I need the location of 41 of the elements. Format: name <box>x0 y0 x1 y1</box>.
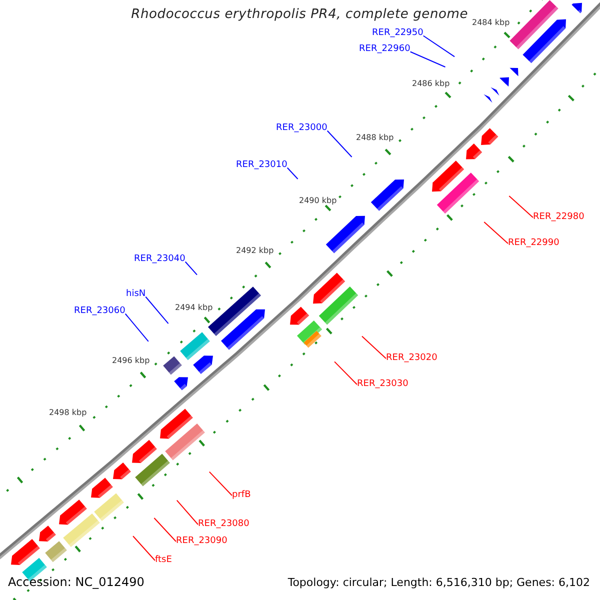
accession-label: Accession: NC_012490 <box>8 576 144 588</box>
gene-label: RER_23020 <box>386 354 438 363</box>
gene-label: RER_22990 <box>508 239 560 248</box>
position-label: 2486 kbp <box>412 80 450 88</box>
gene-label: RER_22950 <box>372 29 424 38</box>
leader-line <box>286 167 298 180</box>
leader-line <box>208 471 232 496</box>
position-label: 2492 kbp <box>236 247 274 255</box>
map-title: Rhodococcus erythropolis PR4, complete genome <box>131 8 468 21</box>
gene-label: hisN <box>126 290 146 299</box>
gene-label: RER_23030 <box>357 380 408 389</box>
position-label: 2498 kbp <box>49 409 87 417</box>
gene-label: ftsE <box>155 556 172 565</box>
position-label: 2488 kbp <box>356 134 394 142</box>
position-label: 2490 kbp <box>299 197 337 205</box>
leader-line <box>132 536 156 561</box>
gene-label: RER_23040 <box>134 255 186 264</box>
leader-line <box>176 500 198 525</box>
leader-line <box>422 35 456 58</box>
leader-line <box>154 518 176 542</box>
gene-label: RER_23090 <box>176 537 228 546</box>
gene-label: RER_23080 <box>198 520 250 529</box>
leader-line <box>145 296 169 324</box>
position-label: 2496 kbp <box>112 357 150 365</box>
gene-label: RER_22980 <box>533 213 584 222</box>
genome-info-label: Topology: circular; Length: 6,516,310 bp; Genes: 6,102 <box>288 577 590 588</box>
gene-label: RER_23060 <box>74 307 126 316</box>
gene-label: RER_23010 <box>236 161 288 170</box>
leader-line <box>484 222 508 244</box>
leader-line <box>410 51 446 68</box>
leader-line <box>362 336 386 359</box>
position-label: 2494 kbp <box>175 304 213 312</box>
leader-line <box>124 313 149 342</box>
gene-label: RER_23000 <box>276 124 328 133</box>
gene-label: RER_22960 <box>359 45 410 54</box>
gene-label: prfB <box>232 491 251 500</box>
leader-line <box>508 196 534 218</box>
leader-line <box>326 130 352 158</box>
leader-line <box>334 361 358 385</box>
position-label: 2484 kbp <box>472 19 510 27</box>
leader-line <box>184 261 198 276</box>
